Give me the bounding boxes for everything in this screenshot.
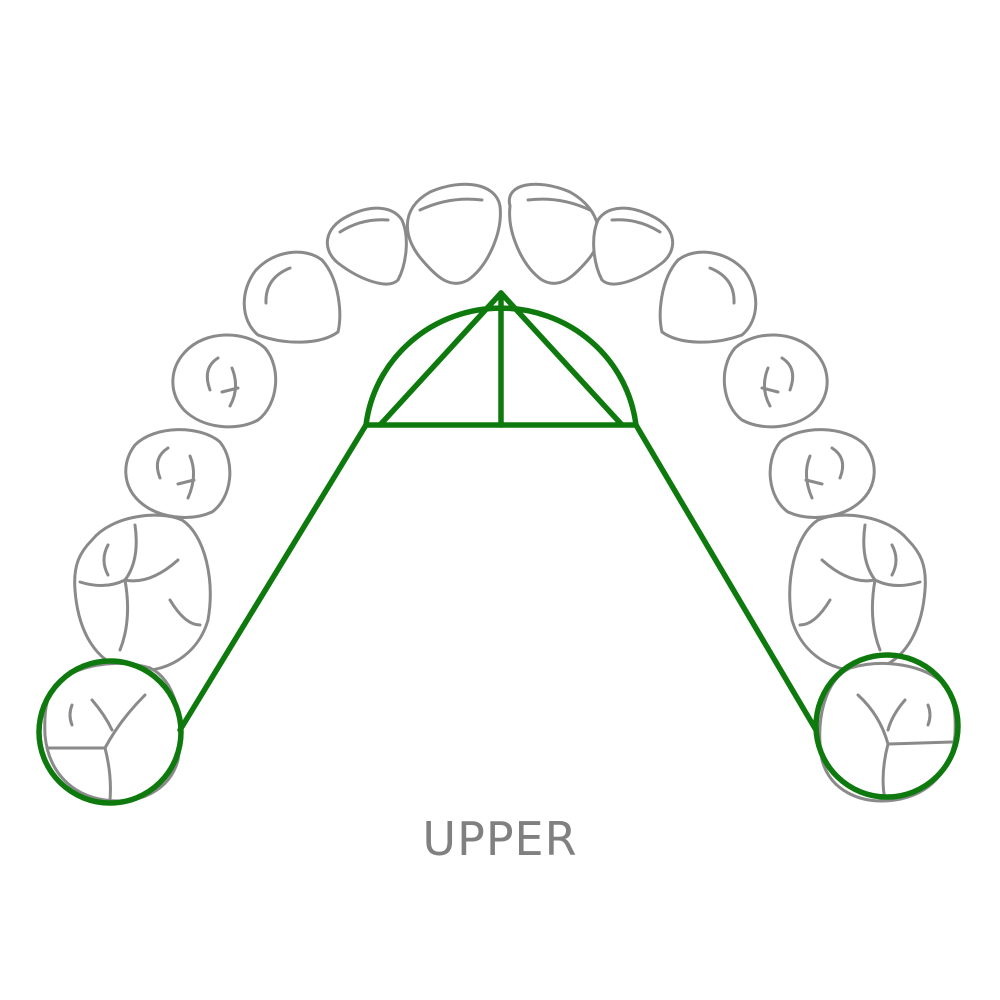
tooth-right-first-premolar: [722, 333, 829, 429]
tooth-right-second-premolar: [768, 428, 876, 519]
tooth-left-lateral-incisor: [325, 206, 408, 286]
arch-label: UPPER: [422, 812, 578, 866]
arch-guide-lines: [36, 290, 961, 806]
left-triangle-side: [377, 290, 504, 428]
right-triangle-side: [498, 290, 625, 428]
tooth-left-first-premolar: [171, 333, 278, 429]
tooth-left-second-molar: [43, 662, 182, 803]
tooth-right-canine: [658, 250, 758, 344]
tooth-left-canine: [242, 250, 342, 344]
tooth-left-first-molar: [73, 513, 212, 673]
tooth-right-lateral-incisor: [592, 206, 675, 286]
right-posterior-line: [633, 422, 819, 733]
tooth-right-central-incisor: [507, 182, 600, 285]
left-posterior-line: [177, 422, 369, 733]
tooth-right-first-molar: [788, 513, 927, 673]
tooth-left-central-incisor: [405, 182, 502, 285]
tooth-left-second-premolar: [124, 428, 232, 519]
